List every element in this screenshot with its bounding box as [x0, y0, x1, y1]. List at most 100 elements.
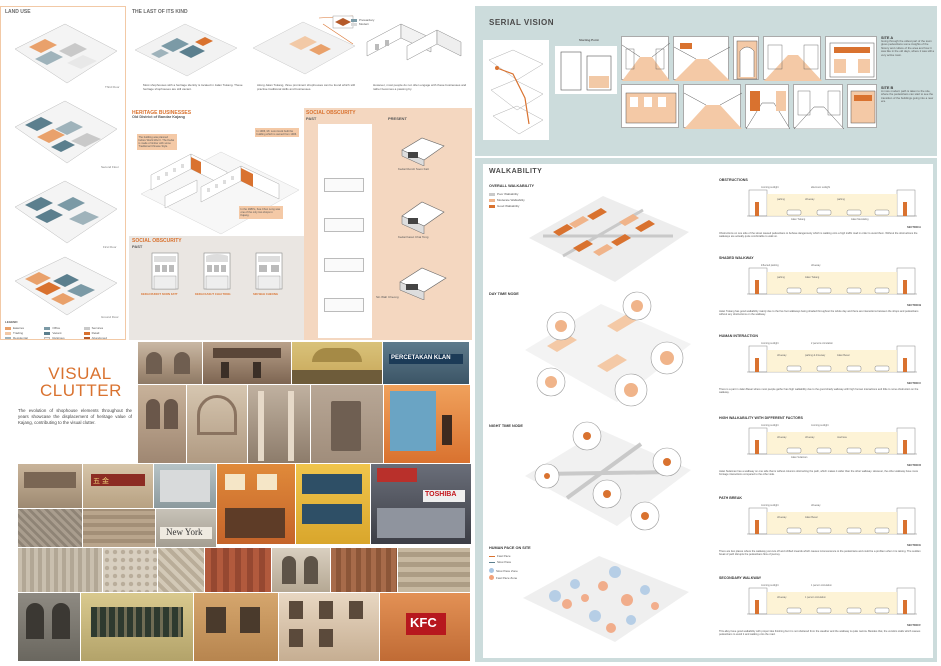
social-present-past: PAST: [306, 116, 317, 121]
legend-fast-zone: Fast Pace Zone: [489, 575, 518, 580]
section-tag: SECTION C: [907, 382, 922, 385]
clutter-photo-16: [18, 509, 82, 547]
last-of-kind-text-3: However, most people do not often engage…: [373, 83, 467, 91]
section-label: Jalan Mendaling: [851, 218, 869, 221]
night-node-map: [525, 421, 691, 531]
social-past-title: SOCIAL OBSCURITY: [132, 238, 182, 244]
clutter-photo-6: [187, 385, 247, 463]
social-past-panel: SOCIAL OBSCURITY PAST KEDAI RUNCIT SOON …: [129, 236, 305, 340]
section-label: parking: [777, 198, 785, 201]
heritage-street-axonometric: [140, 151, 300, 235]
section-tag: SECTION D: [907, 464, 922, 467]
sketch-soon-fatt: [401, 137, 445, 166]
section-label: Jalan Besar: [805, 516, 818, 519]
section-text: There is a part in Jalan Besar where mos…: [719, 388, 919, 395]
shopfront-soon-fatt: [151, 252, 179, 290]
last-of-kind-panel: THE LAST OF ITS KIND Prewardary Modern M…: [129, 6, 469, 114]
legend-trading: Trading: [5, 331, 44, 335]
legend-abandoned: Abandoned: [83, 336, 123, 339]
legend-residential: Residential: [5, 336, 44, 339]
section-drawing: [747, 345, 917, 373]
section-label: Jalan Tukang: [805, 276, 820, 279]
walkability-title: WALKABILITY: [489, 168, 543, 175]
clutter-photo-14: [296, 464, 370, 544]
section-label: driveway: [777, 596, 787, 599]
site-b-text: A more modern path is taken to the site,…: [881, 89, 934, 104]
day-node-title: DAY TIME NODE: [489, 292, 519, 296]
pace-map: [523, 556, 689, 642]
section-label: 1 person circulation: [811, 584, 832, 587]
overall-walkability-map: [529, 196, 689, 282]
section-label: driveway: [777, 436, 787, 439]
section-text: This alley have good walkability with pr…: [719, 630, 921, 637]
section-label: driveway: [777, 354, 787, 357]
clutter-photo-27: [81, 593, 193, 661]
shopfront-chai-tong: [203, 252, 231, 290]
serial-sketch-a5: [825, 36, 877, 80]
section-drawing: [747, 587, 917, 615]
label-sin-wah: Sin Wah Cheong: [376, 295, 399, 299]
serial-sketch-b5: [847, 84, 877, 128]
section-tag: SECTION A: [907, 226, 922, 229]
serial-sketch-b4: [793, 84, 845, 130]
site-a-text: Going through the oldest part of the tow…: [881, 39, 935, 57]
section-label: parking: [837, 198, 845, 201]
section-label: driveway: [811, 264, 821, 267]
shop-label-sin-wah: SIN WAH CHEONG: [253, 292, 279, 296]
section-label: morning sunlight: [811, 424, 829, 427]
section-text: Jalan Tukang has good walkability mainly…: [719, 310, 919, 317]
sketch-sin-wah: [399, 267, 447, 300]
shopfront-sin-wah-cheong: [255, 252, 283, 290]
section-label: Jalan Besar: [837, 354, 850, 357]
level-label-second: Second Floor: [101, 165, 119, 169]
day-node-map: [525, 291, 691, 407]
legend-office: Office: [44, 326, 83, 330]
clutter-photo-10: [18, 464, 82, 508]
section-label: driveway: [811, 504, 821, 507]
section-label: morning sunlight: [761, 186, 779, 189]
section-title: OBSTRUCTIONS: [719, 178, 748, 182]
land-use-legend: Eateries Office Services Trading Vacant …: [5, 326, 123, 339]
section-text: There are few places where the walkway j…: [719, 550, 921, 557]
section-tag: SECTION B: [907, 304, 922, 307]
last-of-kind-legend: Prewardary Modern: [351, 18, 374, 26]
visual-clutter-title-line1: VISUAL: [48, 364, 112, 383]
serial-sketch-a4: [763, 36, 822, 81]
social-present-panel: SOCIAL OBSCURITY PAST PRESENT Kedai Runc…: [304, 108, 472, 340]
clutter-photo-3: [292, 342, 382, 384]
section-label: morning sunlight: [761, 504, 779, 507]
clutter-photo-12: [154, 464, 216, 508]
heritage-note-1: The building was planned before World Wa…: [137, 134, 177, 150]
section-title: SHADED WALKWAY: [719, 256, 754, 260]
serial-vision-starting: Starting Point: [579, 38, 599, 42]
clutter-photo-9: [384, 385, 470, 463]
social-present-title: SOCIAL OBSCURITY: [306, 110, 356, 116]
legend-retail: Retail: [83, 331, 123, 335]
visual-clutter-title-line2: CLUTTER: [40, 381, 122, 400]
site-a-title: SITE A: [881, 36, 894, 40]
last-of-kind-title: THE LAST OF ITS KIND: [132, 9, 188, 15]
section-label: driveway: [805, 198, 815, 201]
section-label: Inflected parking: [761, 264, 779, 267]
land-use-floor-3: [14, 23, 118, 84]
section-title: HUMAN INTERACTION: [719, 334, 758, 338]
sign-toshiba: TOSHIBA: [425, 491, 457, 498]
clutter-photo-17: [83, 509, 155, 547]
last-of-kind-shophouses: [366, 23, 462, 61]
legend-religious: Religious: [44, 336, 83, 339]
land-use-panel: LAND USE Third Floor Second Floor First …: [0, 6, 126, 340]
section-title: PATH BREAK: [719, 496, 743, 500]
clutter-photo-20: [103, 548, 157, 592]
section-drawing: [747, 189, 917, 217]
clutter-photo-1: [138, 342, 202, 384]
overall-walkability-title: OVERALL WALKABILITY: [489, 184, 535, 188]
section-label: driveway: [805, 436, 815, 439]
clutter-photo-11: 五 金: [83, 464, 153, 508]
clutter-photo-18: New York: [156, 509, 216, 547]
last-of-kind-map-1: [134, 23, 238, 77]
pace-legend: Fast Pace Slow Pace Slow Pace Zone Fast …: [489, 554, 518, 580]
